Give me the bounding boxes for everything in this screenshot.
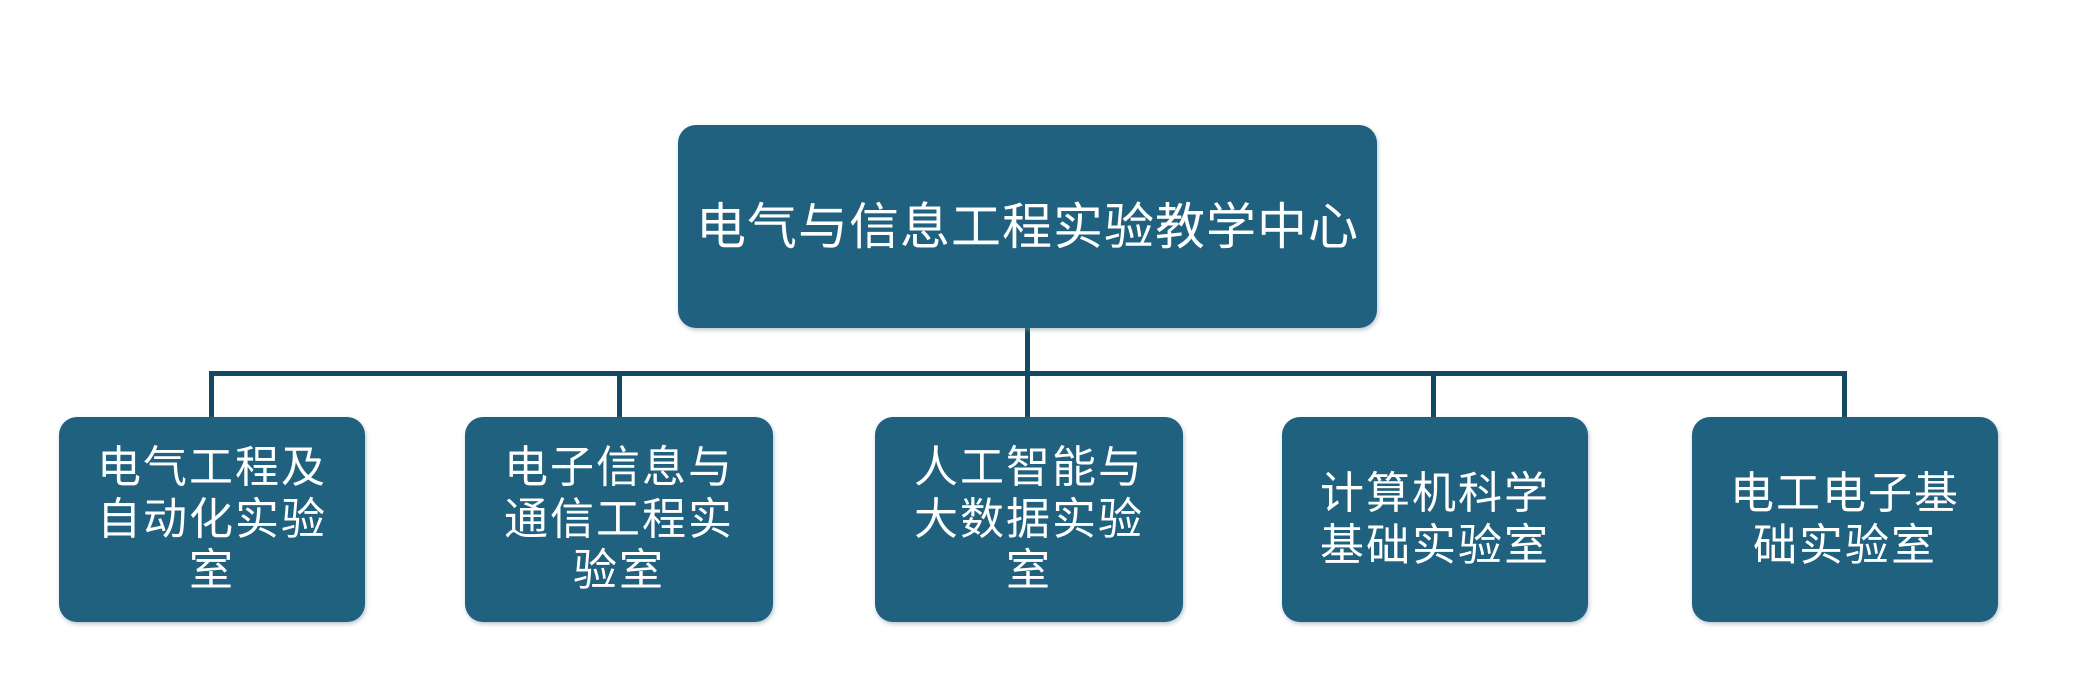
connector-horizontal-bus <box>209 371 1847 376</box>
org-node-ai-bigdata-lab: 人工智能与 大数据实验 室 <box>875 417 1183 622</box>
org-node-label: 电子信息与 通信工程实 验室 <box>504 441 734 597</box>
org-node-root: 电气与信息工程实验教学中心 <box>678 125 1377 328</box>
connector-drop-5 <box>1842 373 1847 417</box>
connector-drop-2 <box>617 373 622 417</box>
org-node-label: 电气工程及 自动化实验 室 <box>97 441 327 597</box>
org-node-root-label: 电气与信息工程实验教学中心 <box>696 197 1359 256</box>
org-node-label: 计算机科学 基础实验室 <box>1320 467 1550 571</box>
org-node-electrical-automation-lab: 电气工程及 自动化实验 室 <box>59 417 365 622</box>
connector-drop-1 <box>209 373 214 417</box>
connector-drop-4 <box>1431 373 1436 417</box>
org-node-label: 人工智能与 大数据实验 室 <box>914 441 1144 597</box>
org-node-electronic-info-communication-lab: 电子信息与 通信工程实 验室 <box>465 417 773 622</box>
org-node-label: 电工电子基 础实验室 <box>1730 467 1960 571</box>
org-node-electrician-electronics-basics-lab: 电工电子基 础实验室 <box>1692 417 1998 622</box>
org-node-computer-science-basics-lab: 计算机科学 基础实验室 <box>1282 417 1588 622</box>
